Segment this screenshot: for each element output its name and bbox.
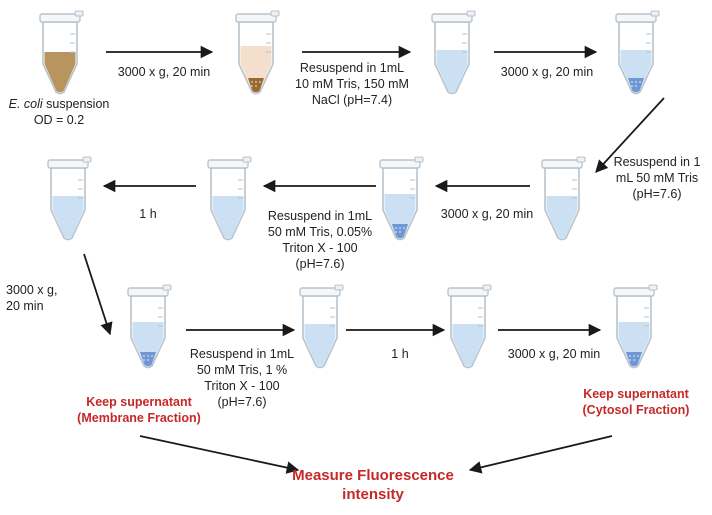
resuspend-c-line-1: Resuspend in 1mL	[267, 209, 373, 223]
arrow-8	[83, 253, 113, 336]
tube-incubated-1b-liquid	[52, 196, 84, 239]
tube-resuspended-1-liquid	[436, 50, 468, 93]
tube-incubated-1b-cap	[47, 159, 89, 169]
tube-pellet-4-body	[130, 295, 166, 369]
tube-ecoli-cap	[39, 13, 81, 23]
resuspend-a-line-1: Resuspend in 1mL	[299, 61, 405, 75]
tubes-layer	[39, 10, 660, 369]
centrifuge-d-line-2: 20 min	[6, 299, 44, 313]
tube-incubated-1-liquid	[212, 196, 244, 239]
tube-pellet-1-liquid	[240, 46, 272, 93]
tube-pellet-1-cap	[235, 13, 277, 23]
tube-incubated-1	[207, 156, 252, 241]
resuspend-a-label: Resuspend in 1mL 10 mM Tris, 150 mM NaCl…	[282, 60, 422, 108]
tube-pellet-4-liquid	[132, 322, 164, 367]
tube-pellet-3-liquid	[384, 194, 416, 239]
centrifuge-d-line-1: 3000 x g,	[6, 283, 58, 297]
tube-pellet-1-body	[238, 21, 274, 95]
resuspend-c-line-2: 50 mM Tris, 0.05%	[267, 225, 373, 239]
tube-resuspended-2-cap	[541, 159, 583, 169]
keep-membrane-label: Keep supernatant (Membrane Fraction)	[66, 394, 212, 426]
centrifuge-d-label: 3000 x g, 20 min	[6, 282, 86, 314]
centrifuge-e-label: 3000 x g, 20 min	[507, 347, 601, 361]
keep-cytosol-line-1: Keep supernatant	[583, 387, 689, 401]
keep-cytosol-line-2: (Cytosol Fraction)	[582, 403, 690, 417]
tube-resuspended-3-body	[302, 295, 338, 369]
tube-resuspended-3-liquid	[304, 324, 336, 367]
incubate-b-label: 1 h	[391, 347, 409, 361]
tube-incubated-1-body	[210, 167, 246, 241]
resuspend-b-line-3: (pH=7.6)	[632, 187, 682, 201]
tube-resuspended-1	[431, 10, 476, 95]
resuspend-c-label: Resuspend in 1mL 50 mM Tris, 0.05% Trito…	[250, 208, 390, 272]
tube-resuspended-3	[299, 284, 344, 369]
tube-pellet-2-body	[618, 21, 654, 95]
tube-ecoli	[39, 10, 84, 95]
centrifuge-b-label: 3000 x g, 20 min	[500, 65, 594, 79]
tube-pellet-5	[613, 284, 658, 369]
arrow-4	[595, 97, 665, 173]
tube-pellet-5-cap	[613, 287, 655, 297]
keep-membrane-line-1: Keep supernatant	[86, 395, 192, 409]
ecoli-suffix: suspension	[42, 97, 110, 111]
resuspend-b-line-2: mL 50 mM Tris	[615, 171, 699, 185]
ecoli-name: E. coli	[8, 97, 43, 111]
tube-incubated-2-cap	[447, 287, 489, 297]
measure-line-2: intensity	[342, 486, 404, 503]
tube-resuspended-3-cap	[299, 287, 341, 297]
tube-pellet-3-body	[382, 167, 418, 241]
keep-membrane-line-2: (Membrane Fraction)	[77, 411, 201, 425]
arrows-layer	[83, 45, 665, 474]
resuspend-a-line-2: 10 mM Tris, 150 mM	[295, 77, 409, 91]
tube-incubated-2-body	[450, 295, 486, 369]
tube-pellet-2-cap	[615, 13, 657, 23]
tube-incubated-2-liquid	[452, 324, 484, 367]
resuspend-d-line-2: 50 mM Tris, 1 %	[196, 363, 288, 377]
centrifuge-c-label: 3000 x g, 20 min	[440, 207, 534, 221]
resuspend-a-line-3: NaCl (pH=7.4)	[311, 93, 393, 107]
tube-pellet-5-body	[616, 295, 652, 369]
tube-resuspended-1-cap	[431, 13, 473, 23]
tube-incubated-2	[447, 284, 492, 369]
tube-pellet-2	[615, 10, 660, 95]
tube-pellet-3	[379, 156, 424, 241]
resuspend-d-label: Resuspend in 1mL 50 mM Tris, 1 % Triton …	[172, 346, 312, 410]
tube-pellet-4	[127, 284, 172, 369]
ecoli-suspension-label: E. coli suspension OD = 0.2	[4, 96, 114, 128]
tube-resuspended-1-body	[434, 21, 470, 95]
tube-ecoli-liquid	[44, 52, 76, 93]
resuspend-d-line-3: Triton X - 100	[204, 379, 280, 393]
tube-pellet-5-liquid	[618, 322, 650, 367]
tube-pellet-3-cap	[379, 159, 421, 169]
arrow-12	[139, 435, 300, 474]
tube-pellet-1	[235, 10, 280, 95]
resuspend-b-line-1: Resuspend in 1	[613, 155, 701, 169]
tube-ecoli-body	[42, 21, 78, 95]
measure-line-1: Measure Fluorescence	[292, 467, 454, 484]
resuspend-d-line-1: Resuspend in 1mL	[189, 347, 295, 361]
tube-resuspended-2	[541, 156, 586, 241]
tube-incubated-1b	[47, 156, 92, 241]
resuspend-b-label: Resuspend in 1 mL 50 mM Tris (pH=7.6)	[602, 154, 712, 202]
resuspend-d-line-4: (pH=7.6)	[217, 395, 267, 409]
keep-cytosol-label: Keep supernatant (Cytosol Fraction)	[566, 386, 706, 418]
od-label: OD = 0.2	[33, 113, 85, 127]
tube-incubated-1b-body	[50, 167, 86, 241]
centrifuge-a-label: 3000 x g, 20 min	[117, 65, 211, 79]
tube-resuspended-2-body	[544, 167, 580, 241]
resuspend-c-line-4: (pH=7.6)	[295, 257, 345, 271]
measure-fluorescence-label: Measure Fluorescence intensity	[278, 466, 468, 504]
tube-pellet-4-cap	[127, 287, 169, 297]
incubate-a-label: 1 h	[139, 207, 157, 221]
tube-pellet-2-liquid	[620, 50, 652, 93]
resuspend-c-line-3: Triton X - 100	[282, 241, 358, 255]
tube-incubated-1-cap	[207, 159, 249, 169]
arrow-13	[468, 435, 613, 474]
tube-resuspended-2-liquid	[546, 196, 578, 239]
